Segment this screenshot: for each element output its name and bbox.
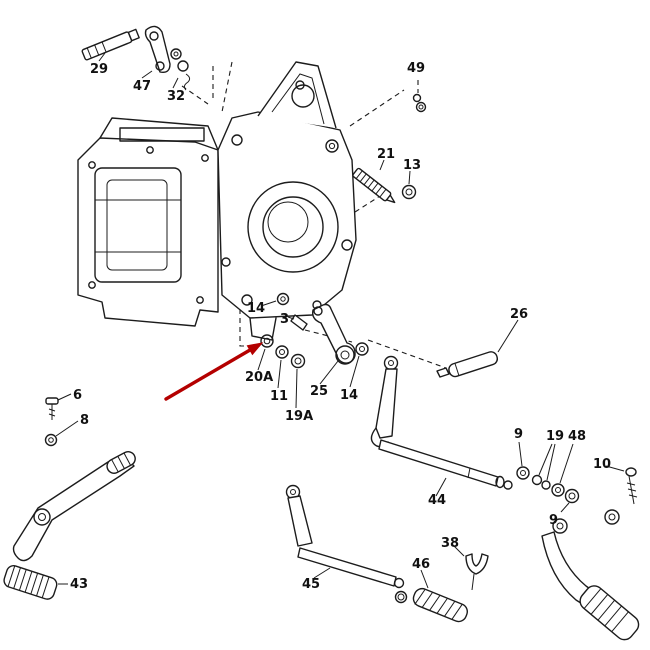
part-label-9-top: 9 xyxy=(514,427,524,442)
part-32-clip xyxy=(170,48,191,91)
part-label-13: 13 xyxy=(403,158,422,173)
part-3-pin xyxy=(287,314,308,331)
part-label-11: 11 xyxy=(270,389,289,404)
part-label-25: 25 xyxy=(310,384,329,399)
part-label-43: 43 xyxy=(70,577,89,592)
part-9-washer-top xyxy=(516,441,530,480)
shift-pedal-arm xyxy=(12,451,136,562)
gearbox-housing xyxy=(77,61,357,341)
part-9-washer-bottom xyxy=(560,488,580,513)
part-38-fork xyxy=(451,543,489,591)
part-19A-washer xyxy=(290,353,306,409)
part-14-washer-right xyxy=(349,342,369,388)
part-26-pin xyxy=(436,319,519,378)
part-label-6: 6 xyxy=(73,388,83,403)
part-label-8: 8 xyxy=(80,413,90,428)
part-label-45: 45 xyxy=(302,577,321,592)
part-label-20A: 20A xyxy=(245,370,274,385)
part-43-peg xyxy=(3,565,68,600)
part-10-bolt xyxy=(605,465,638,505)
part-11-washer xyxy=(275,345,289,389)
part-6-bolt xyxy=(45,393,72,420)
part-label-32: 32 xyxy=(167,89,186,104)
part-label-38: 38 xyxy=(441,536,460,551)
part-49-fasteners xyxy=(412,93,427,113)
part-48-washer xyxy=(551,443,574,497)
part-44-shift-shaft xyxy=(370,355,513,497)
part-label-49: 49 xyxy=(407,61,426,76)
part-label-9-bottom: 9 xyxy=(549,513,559,528)
part-label-10: 10 xyxy=(593,457,612,472)
part-25-lever xyxy=(311,303,356,385)
part-21-spring-screw xyxy=(352,159,396,204)
part-13-nut xyxy=(401,170,417,200)
part-label-3: 3 xyxy=(280,312,290,327)
part-29-shaft xyxy=(81,28,140,62)
highlight-arrow xyxy=(164,342,264,401)
part-label-29: 29 xyxy=(90,62,109,77)
kickstart-pedal xyxy=(541,509,640,641)
part-label-19A: 19A xyxy=(285,409,314,424)
part-label-21: 21 xyxy=(377,147,396,162)
part-label-48: 48 xyxy=(568,429,587,444)
part-14-washer-left xyxy=(260,292,290,307)
part-label-46: 46 xyxy=(412,557,431,572)
part-47-bracket xyxy=(141,25,171,79)
part-label-26: 26 xyxy=(510,307,529,322)
part-19-washers xyxy=(531,443,556,490)
part-label-19: 19 xyxy=(546,429,565,444)
part-20A-washer xyxy=(257,334,274,371)
part-46-spring xyxy=(412,569,468,623)
part-8-washer xyxy=(44,420,79,447)
part-label-14-left: 14 xyxy=(247,301,266,316)
part-45-lever xyxy=(285,484,408,604)
part-label-47: 47 xyxy=(133,79,152,94)
part-label-14-right: 14 xyxy=(340,388,359,403)
part-label-44: 44 xyxy=(428,493,447,508)
